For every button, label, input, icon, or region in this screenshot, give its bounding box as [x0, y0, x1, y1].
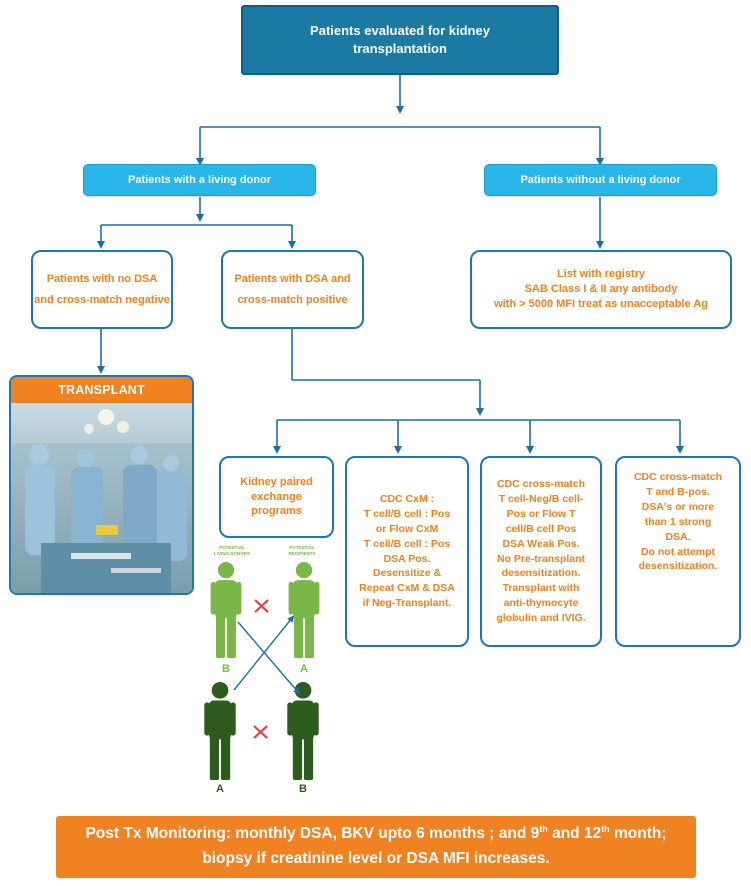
- superscript-9th: th: [539, 824, 548, 835]
- registry-line-2: SAB Class I & II any antibody: [524, 283, 678, 296]
- option-2-line: if Neg-Transplant.: [362, 597, 452, 610]
- option-3-line: Transplant with: [502, 582, 580, 595]
- monitoring-text-b: and 12: [547, 825, 602, 843]
- no-living-donor-box: Patients without a living donor: [484, 164, 717, 196]
- no-dsa-box: Patients with no DSA and cross-match neg…: [31, 250, 173, 329]
- option-3-line: CDC cross-match: [496, 477, 586, 490]
- option-1-line: programs: [251, 505, 302, 518]
- superscript-12th: th: [601, 824, 610, 835]
- no-living-donor-label: Patients without a living donor: [520, 173, 681, 186]
- monitoring-text-c: month;: [609, 825, 667, 843]
- registry-line-1: List with registry: [556, 268, 646, 281]
- option-3-line: Pos or Flow T: [506, 507, 576, 520]
- option-do-not-attempt: CDC cross-match T and B-pos. DSA's or mo…: [615, 456, 741, 647]
- evaluation-box: Patients evaluated for kidney transplant…: [241, 5, 559, 75]
- dsa-positive-box: Patients with DSA and cross-match positi…: [221, 250, 364, 329]
- evaluation-line-1: Patients evaluated for kidney: [310, 23, 490, 39]
- no-dsa-line-2: and cross-match negative: [34, 293, 170, 306]
- option-desensitize: CDC CxM : T cell/B cell : Pos or Flow Cx…: [345, 456, 469, 647]
- option-4-line: desensitization.: [638, 560, 718, 573]
- living-donor-box: Patients with a living donor: [83, 164, 316, 196]
- registry-box: List with registry SAB Class I & II any …: [470, 250, 732, 329]
- option-2-line: T cell/B cell : Pos: [363, 507, 451, 520]
- monitoring-line-2: biopsy if creatinine level or DSA MFI in…: [202, 850, 550, 868]
- option-3-line: desensitization.: [501, 567, 581, 580]
- option-4-line: DSA's or more: [641, 500, 715, 513]
- option-2-line: T cell/B cell : Pos: [363, 537, 451, 550]
- post-tx-monitoring-banner: Post Tx Monitoring: monthly DSA, BKV upt…: [56, 816, 696, 878]
- option-2-line: CDC CxM :: [379, 492, 435, 505]
- option-3-line: globulin and IVIG.: [496, 612, 586, 625]
- option-3-line: cell/B cell Pos: [505, 522, 577, 535]
- option-2-line: DSA Pos.: [383, 552, 431, 565]
- option-3-line: anti-thymocyte: [503, 597, 579, 610]
- option-2-line: Desensitize &: [372, 567, 442, 580]
- transplant-header: TRANSPLANT: [11, 377, 192, 403]
- option-kidney-exchange: Kidney paired exchange programs: [219, 456, 334, 538]
- no-dsa-line-1: Patients with no DSA: [46, 272, 158, 285]
- option-1-line: Kidney paired: [240, 475, 313, 488]
- surgery-photo: [11, 403, 192, 593]
- option-2-line: or Flow CxM: [375, 522, 439, 535]
- option-2-line: Repeat CxM & DSA: [359, 582, 455, 595]
- option-1-line: exchange: [251, 490, 302, 503]
- option-3-line: DSA Weak Pos.: [502, 537, 580, 550]
- monitoring-text-a: Post Tx Monitoring: monthly DSA, BKV upt…: [85, 825, 540, 843]
- option-4-line: DSA.: [665, 530, 691, 543]
- monitoring-line-1: Post Tx Monitoring: monthly DSA, BKV upt…: [56, 822, 696, 847]
- option-3-line: No Pre-transplant: [496, 552, 586, 565]
- evaluation-line-2: transplantation: [353, 41, 447, 56]
- option-4-line: than 1 strong: [644, 515, 712, 528]
- dsa-positive-line-2: cross-match positive: [237, 293, 348, 306]
- option-3-line: T cell-Neg/B cell-: [498, 492, 584, 505]
- option-4-line: T and B-pos.: [646, 485, 710, 498]
- option-4-line: Do not attempt: [640, 545, 716, 558]
- registry-line-3: with > 5000 MFI treat as unacceptable Ag: [494, 297, 708, 310]
- transplant-panel: TRANSPLANT: [9, 375, 194, 595]
- option-no-desensitization: CDC cross-match T cell-Neg/B cell- Pos o…: [480, 456, 602, 647]
- option-4-line: CDC cross-match: [633, 471, 723, 483]
- living-donor-label: Patients with a living donor: [127, 173, 271, 186]
- dsa-positive-line-1: Patients with DSA and: [234, 272, 351, 285]
